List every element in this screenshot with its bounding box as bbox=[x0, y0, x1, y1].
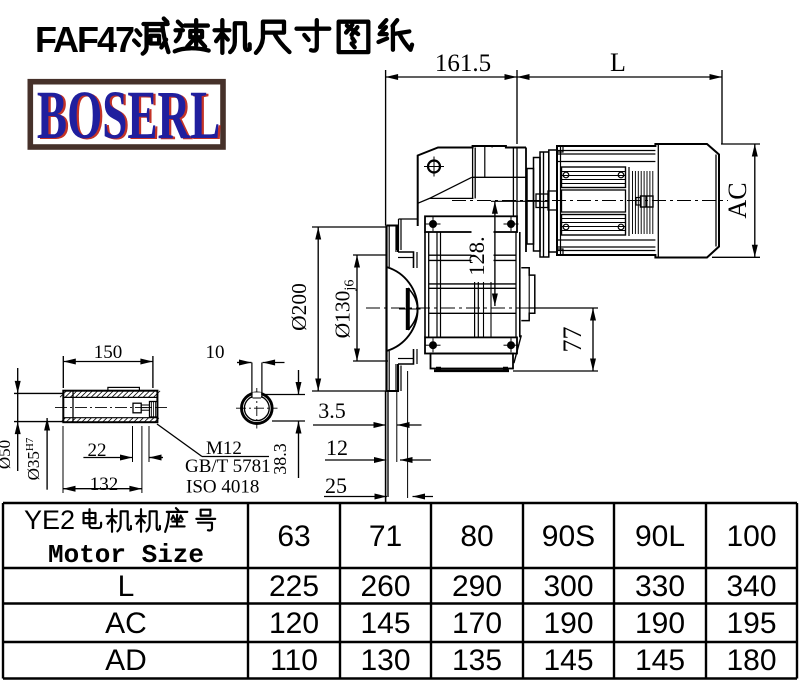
svg-text:BOSERL: BOSERL bbox=[37, 76, 220, 153]
svg-text:330: 330 bbox=[635, 570, 685, 603]
svg-text:161.5: 161.5 bbox=[435, 50, 491, 77]
svg-text:Ø35H7: Ø35H7 bbox=[24, 437, 43, 480]
svg-text:L: L bbox=[118, 570, 135, 603]
svg-text:120: 120 bbox=[269, 607, 319, 640]
svg-text:10: 10 bbox=[206, 342, 225, 363]
svg-text:25: 25 bbox=[325, 473, 347, 498]
svg-text:12: 12 bbox=[326, 435, 348, 460]
svg-text:180: 180 bbox=[726, 644, 776, 677]
svg-text:128.: 128. bbox=[464, 236, 489, 275]
svg-text:AC: AC bbox=[105, 607, 147, 640]
svg-text:145: 145 bbox=[543, 644, 593, 677]
svg-text:300: 300 bbox=[543, 570, 593, 603]
svg-text:195: 195 bbox=[726, 607, 776, 640]
svg-text:Ø200: Ø200 bbox=[287, 283, 311, 331]
svg-text:135: 135 bbox=[452, 644, 502, 677]
svg-text:AC: AC bbox=[723, 182, 752, 218]
svg-text:FAF47: FAF47 bbox=[35, 19, 134, 60]
svg-text:145: 145 bbox=[360, 607, 410, 640]
svg-text:90L: 90L bbox=[635, 520, 685, 553]
svg-text:63: 63 bbox=[277, 520, 310, 553]
svg-text:290: 290 bbox=[452, 570, 502, 603]
svg-text:340: 340 bbox=[726, 570, 776, 603]
svg-text:GB/T 5781: GB/T 5781 bbox=[185, 456, 271, 477]
svg-text:80: 80 bbox=[460, 520, 493, 553]
svg-text:71: 71 bbox=[369, 520, 402, 553]
svg-text:77: 77 bbox=[558, 327, 587, 353]
svg-text:110: 110 bbox=[270, 644, 318, 677]
svg-text:190: 190 bbox=[543, 607, 593, 640]
svg-text:ISO 4018: ISO 4018 bbox=[186, 477, 259, 498]
svg-text:YE2: YE2 bbox=[24, 505, 75, 535]
svg-text:Ø50: Ø50 bbox=[0, 440, 14, 469]
svg-text:AD: AD bbox=[105, 644, 147, 677]
svg-text:170: 170 bbox=[452, 607, 502, 640]
svg-text:225: 225 bbox=[269, 570, 319, 603]
svg-text:130: 130 bbox=[360, 644, 410, 677]
svg-text:BOSERL: BOSERL bbox=[39, 77, 222, 154]
svg-text:Motor Size: Motor Size bbox=[48, 540, 204, 570]
svg-text:260: 260 bbox=[360, 570, 410, 603]
svg-text:M12: M12 bbox=[206, 438, 242, 459]
svg-text:150: 150 bbox=[94, 342, 123, 363]
svg-text:100: 100 bbox=[726, 520, 776, 553]
svg-text:190: 190 bbox=[635, 607, 685, 640]
svg-text:3.5: 3.5 bbox=[318, 398, 346, 423]
svg-text:22: 22 bbox=[88, 440, 107, 461]
svg-text:L: L bbox=[610, 48, 626, 77]
svg-text:38.3: 38.3 bbox=[270, 443, 290, 475]
svg-text:90S: 90S bbox=[542, 520, 595, 553]
svg-text:Ø130j6: Ø130j6 bbox=[331, 280, 358, 339]
svg-text:145: 145 bbox=[635, 644, 685, 677]
svg-text:132: 132 bbox=[90, 474, 119, 495]
